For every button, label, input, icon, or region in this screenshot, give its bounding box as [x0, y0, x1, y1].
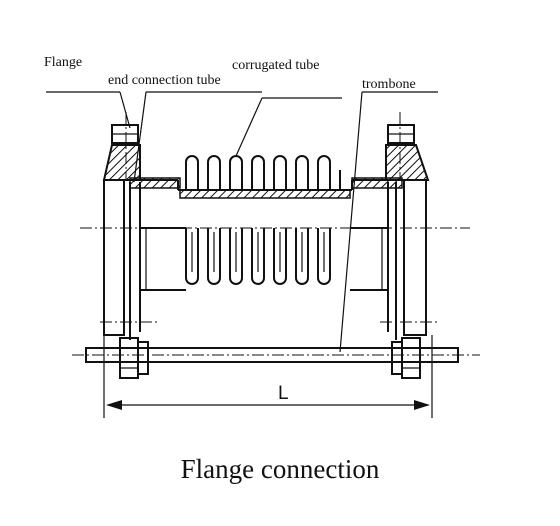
- corrugated-tube-lower: [185, 228, 331, 285]
- label-flange: Flange: [44, 55, 82, 70]
- leader-lines: [46, 91, 438, 353]
- right-flange: [385, 124, 430, 336]
- label-trombone: trombone: [362, 77, 416, 92]
- label-corrugated-tube: corrugated tube: [232, 58, 319, 73]
- right-nut: [391, 337, 421, 379]
- left-flange: [102, 124, 141, 336]
- dimension-label-l: L: [278, 383, 289, 404]
- left-nut: [119, 337, 149, 379]
- diagram-caption: Flange connection: [181, 454, 380, 484]
- dimension-line: [103, 335, 433, 418]
- right-end-connection-tube: [351, 177, 403, 340]
- centerlines: [80, 112, 470, 323]
- corrugated-tube-top: [185, 155, 341, 190]
- label-end-connection-tube: end connection tube: [108, 73, 221, 88]
- tie-rod: [72, 347, 480, 363]
- left-end-connection-tube: [129, 177, 181, 340]
